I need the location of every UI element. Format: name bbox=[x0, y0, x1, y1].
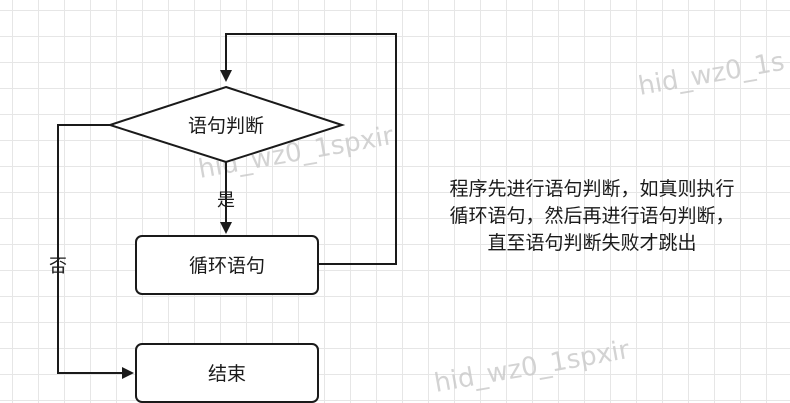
end-box bbox=[135, 343, 319, 403]
no-branch-arrow bbox=[57, 124, 134, 379]
watermark-3: hid_wz0_1spxir bbox=[432, 335, 632, 399]
watermark-2: hid_wz0_1s bbox=[636, 47, 787, 102]
decision-diamond bbox=[106, 85, 346, 164]
loop-body-label: 循环语句 bbox=[189, 255, 265, 277]
note-line-3: 直至语句判断失败才跳出 bbox=[487, 232, 697, 254]
note-line-1: 程序先进行语句判断，如真则执行 bbox=[449, 178, 735, 200]
end-label: 结束 bbox=[208, 363, 246, 385]
yes-label: 是 bbox=[217, 190, 235, 211]
no-label: 否 bbox=[49, 256, 67, 277]
loop-back-arrow bbox=[220, 33, 397, 265]
note-line-2: 循环语句，然后再进行语句判断， bbox=[449, 205, 735, 227]
decision-label: 语句判断 bbox=[188, 115, 264, 137]
explanation-note: 程序先进行语句判断，如真则执行 循环语句，然后再进行语句判断， 直至语句判断失败… bbox=[412, 176, 772, 257]
loop-body-box bbox=[135, 235, 319, 295]
